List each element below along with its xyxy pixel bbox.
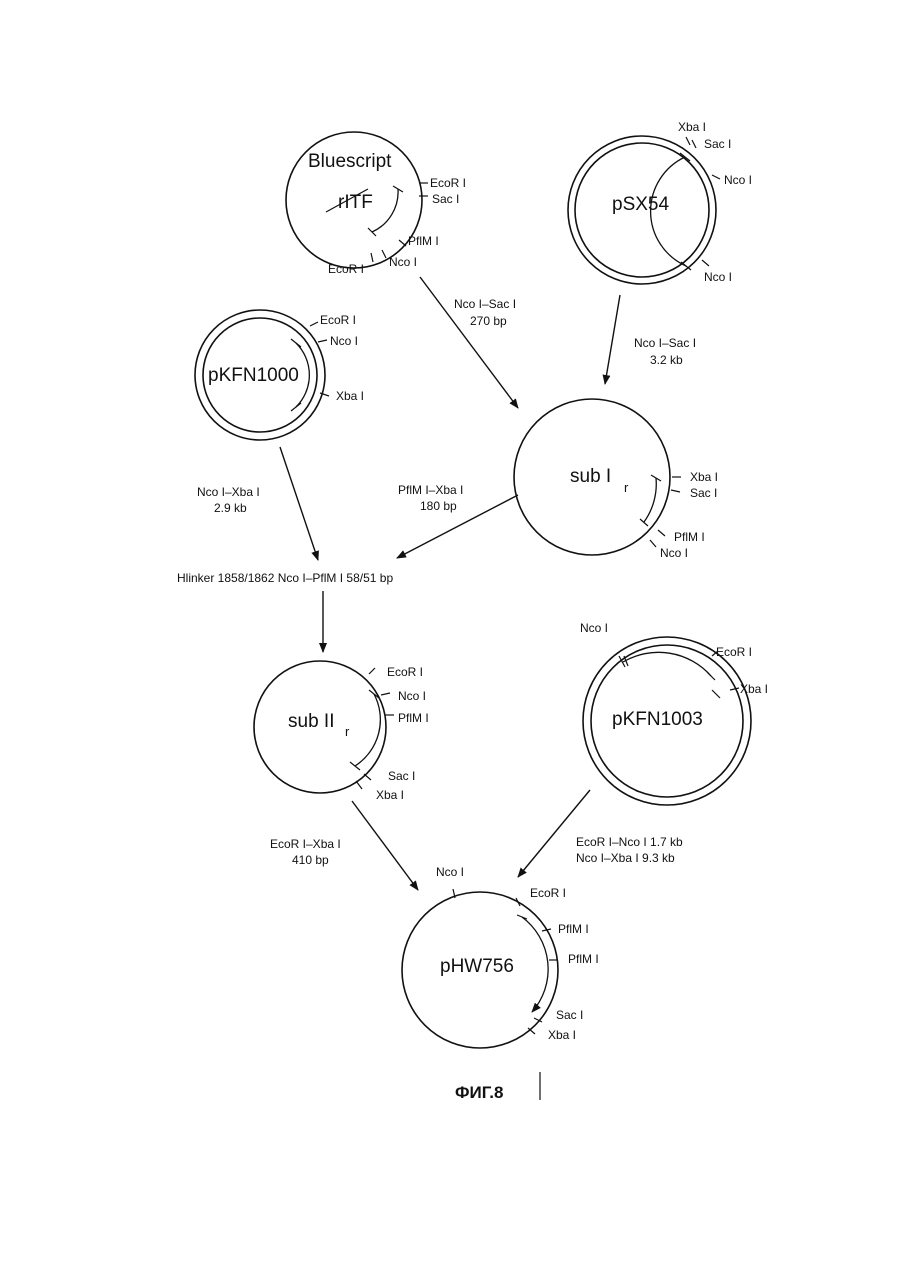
plasmid-bluescript: Bluescript rITF EcoR I Sac I PflM I Nco …	[286, 132, 466, 276]
plasmid-pkfn1000: pKFN1000 EcoR I Nco I Xba I	[195, 310, 364, 440]
fragment-label-6b: Nco I–Xba I 9.3 kb	[576, 851, 675, 865]
fragment-label-1b: 270 bp	[470, 314, 507, 328]
arrow-sub-ii-to-phw756	[352, 801, 418, 890]
site-phw756-ncoi: Nco I	[436, 865, 464, 879]
site-psx54-ncoi-2: Nco I	[704, 270, 732, 284]
plasmid-sub-i-name: sub I	[570, 466, 611, 487]
site-sub-ii-ncoi: Nco I	[398, 689, 426, 703]
site-sub-ii-ecori: EcoR I	[387, 665, 423, 679]
site-bluescript-saci: Sac I	[432, 192, 459, 206]
plasmid-pkfn1003-name: pKFN1003	[612, 709, 703, 730]
fragment-label-4b: 180 bp	[420, 499, 457, 513]
site-psx54-xbai: Xba I	[678, 120, 706, 134]
plasmid-sub-ii-name: sub II	[288, 711, 334, 732]
fragment-label-2a: Nco I–Sac I	[634, 336, 696, 350]
site-bluescript-ncoi: Nco I	[389, 255, 417, 269]
site-sub-i-xbai: Xba I	[690, 470, 718, 484]
plasmid-bluescript-insert: rITF	[338, 192, 373, 213]
arrow-sub-i-to-linker	[397, 495, 518, 558]
site-sub-ii-saci: Sac I	[388, 769, 415, 783]
site-phw756-pflmi-2: PflM I	[568, 952, 599, 966]
plasmid-sub-ii-subscript: r	[345, 724, 350, 739]
site-psx54-saci: Sac I	[704, 137, 731, 151]
fragment-label-4a: PflM I–Xba I	[398, 483, 463, 497]
site-pkfn1000-xbai: Xba I	[336, 389, 364, 403]
plasmid-pkfn1003: pKFN1003 Nco I EcoR I Xba I	[580, 621, 768, 805]
arrow-pkfn1000-to-linker	[280, 447, 318, 560]
site-pkfn1003-ecori: EcoR I	[716, 645, 752, 659]
plasmid-psx54-name: pSX54	[612, 194, 669, 215]
site-phw756-xbai: Xba I	[548, 1028, 576, 1042]
site-phw756-pflmi: PflM I	[558, 922, 589, 936]
site-sub-i-saci: Sac I	[690, 486, 717, 500]
plasmid-sub-ii: sub II r EcoR I Nco I PflM I Sac I Xba I	[254, 661, 429, 802]
figure-caption: ФИГ.8	[455, 1083, 503, 1102]
fragment-label-6a: EcoR I–Nco I 1.7 kb	[576, 835, 683, 849]
fragment-label-1a: Nco I–Sac I	[454, 297, 516, 311]
site-bluescript-pflmi: PflM I	[408, 234, 439, 248]
site-phw756-ecori: EcoR I	[530, 886, 566, 900]
site-phw756-saci: Sac I	[556, 1008, 583, 1022]
site-pkfn1000-ncoi: Nco I	[330, 334, 358, 348]
linker-label: Hlinker 1858/1862 Nco I–PflM I 58/51 bp	[177, 571, 393, 585]
fragment-label-3a: Nco I–Xba I	[197, 485, 260, 499]
site-sub-i-pflmi: PflM I	[674, 530, 705, 544]
site-pkfn1000-ecori: EcoR I	[320, 313, 356, 327]
site-pkfn1003-xbai: Xba I	[740, 682, 768, 696]
plasmid-pkfn1000-name: pKFN1000	[208, 365, 299, 386]
site-pkfn1003-ncoi: Nco I	[580, 621, 608, 635]
site-bluescript-ecori: EcoR I	[430, 176, 466, 190]
site-psx54-ncoi: Nco I	[724, 173, 752, 187]
site-sub-ii-pflmi: PflM I	[398, 711, 429, 725]
site-bluescript-ecori-2: EcoR I	[328, 262, 364, 276]
plasmid-sub-i: sub I r Xba I Sac I PflM I Nco I	[514, 399, 718, 560]
plasmid-bluescript-name: Bluescript	[308, 151, 392, 172]
plasmid-sub-i-subscript: r	[624, 480, 629, 495]
fragment-label-5a: EcoR I–Xba I	[270, 837, 341, 851]
site-sub-ii-xbai: Xba I	[376, 788, 404, 802]
fragment-label-5b: 410 bp	[292, 853, 329, 867]
fragment-label-3b: 2.9 kb	[214, 501, 247, 515]
arrow-psx54-to-sub-i	[605, 295, 620, 384]
plasmid-psx54: pSX54 Xba I Sac I Nco I Nco I	[568, 120, 752, 284]
fragment-label-2b: 3.2 kb	[650, 353, 683, 367]
site-sub-i-ncoi: Nco I	[660, 546, 688, 560]
plasmid-phw756: pHW756 Nco I EcoR I PflM I PflM I Sac I …	[402, 865, 599, 1048]
plasmid-phw756-name: pHW756	[440, 956, 514, 977]
